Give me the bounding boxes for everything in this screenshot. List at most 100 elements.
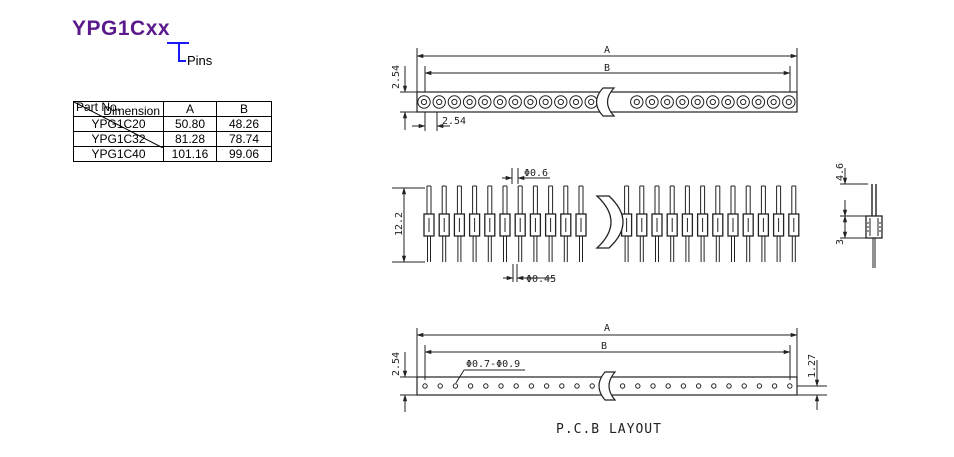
socket-hole xyxy=(462,95,477,109)
header-pin xyxy=(772,185,785,262)
header-pin xyxy=(727,185,739,262)
header-pin xyxy=(696,185,709,262)
socket-contact xyxy=(466,98,473,106)
header-pin xyxy=(575,185,587,262)
header-pin xyxy=(560,185,572,262)
header-pin xyxy=(468,185,481,262)
pcb-offset-label: 1.27 xyxy=(807,354,818,378)
dimension-header: Dimension xyxy=(103,104,160,118)
pcb-hole xyxy=(650,383,656,389)
socket-contact xyxy=(740,98,747,106)
pcb-hole xyxy=(589,383,595,389)
pins-bracket-foot xyxy=(178,60,186,62)
socket-contact xyxy=(542,98,549,106)
socket-hole xyxy=(554,95,568,109)
pcb-hole xyxy=(467,383,474,389)
part-no-header: Part No. xyxy=(76,100,121,114)
lower-length-label: 3 xyxy=(835,239,846,245)
overall-height-label: 12.2 xyxy=(394,212,405,236)
pcb-layout-view xyxy=(400,328,827,412)
pcb-hole xyxy=(711,383,717,389)
pcb-hole xyxy=(771,383,778,389)
pcb-hole xyxy=(695,383,702,389)
socket-hole xyxy=(706,95,720,109)
header-pin xyxy=(544,185,557,262)
header-pin xyxy=(423,185,435,262)
dimension-table: Dimension Part No. A B YPG1C20 50.80 48.… xyxy=(73,100,272,162)
pcb-hole xyxy=(559,383,565,389)
pcb-hole xyxy=(452,383,459,389)
socket-contact xyxy=(481,98,488,106)
socket-contact xyxy=(572,98,580,106)
header-pin xyxy=(788,185,800,262)
pcb-hole xyxy=(741,383,747,389)
b-cell: 99.06 xyxy=(216,146,272,162)
header-pin xyxy=(666,185,678,262)
socket-contact xyxy=(770,98,777,106)
socket-contact xyxy=(557,98,564,106)
part-cell: YPG1C20 xyxy=(73,116,164,132)
socket-hole xyxy=(508,95,522,109)
pcb-height-label: 2.54 xyxy=(391,352,402,376)
header-pin xyxy=(757,185,770,262)
top-dim-a: A xyxy=(604,45,610,56)
upper-length-label: 4.6 xyxy=(835,163,846,181)
pcb-hole xyxy=(498,383,504,389)
pcb-layout-title: P.C.B LAYOUT xyxy=(556,422,662,437)
socket-hole xyxy=(584,95,598,109)
socket-hole xyxy=(538,95,553,109)
top-dim-b: B xyxy=(604,63,610,74)
pcb-hole xyxy=(635,383,641,389)
socket-hole xyxy=(645,95,659,109)
socket-contact xyxy=(785,98,792,106)
pcb-hole xyxy=(574,383,580,389)
pcb-hole xyxy=(543,383,550,389)
tail-diameter-label: Φ0.45 xyxy=(526,274,556,285)
top-pitch-label: 2.54 xyxy=(442,116,466,127)
socket-contact xyxy=(709,98,716,106)
top-socket-holes xyxy=(417,95,796,109)
socket-contact xyxy=(755,98,762,106)
a-cell: 50.80 xyxy=(163,116,217,132)
top-view xyxy=(400,48,798,131)
top-break-mark xyxy=(595,87,616,117)
side-view xyxy=(392,168,555,282)
header-pin xyxy=(484,185,496,262)
header-pin xyxy=(438,185,450,262)
pcb-hole xyxy=(513,383,519,389)
socket-hole xyxy=(630,95,644,109)
socket-hole xyxy=(721,95,735,109)
socket-hole xyxy=(766,95,781,109)
table-row: YPG1C20 50.80 48.26 xyxy=(73,116,272,132)
pcb-hole xyxy=(756,383,763,389)
part-code-title: YPG1Cxx xyxy=(72,17,171,40)
socket-hole xyxy=(447,95,462,109)
pcb-hole xyxy=(726,383,732,389)
socket-contact xyxy=(648,98,656,106)
socket-contact xyxy=(451,98,458,106)
socket-contact xyxy=(527,98,534,106)
socket-contact xyxy=(588,98,595,106)
a-cell: 101.16 xyxy=(163,146,217,162)
pcb-holes xyxy=(422,383,793,389)
diagonal-divider xyxy=(74,102,163,148)
top-height-label: 2.54 xyxy=(391,65,402,89)
header-pin xyxy=(453,185,466,262)
pins-bracket-stem xyxy=(178,42,180,61)
b-cell: 48.26 xyxy=(216,116,272,132)
header-pin xyxy=(636,185,648,262)
socket-hole xyxy=(782,95,796,109)
header-pin xyxy=(742,185,754,262)
socket-contact xyxy=(633,98,640,106)
socket-hole xyxy=(523,95,538,109)
side-pins xyxy=(423,185,800,262)
pins-label: Pins xyxy=(187,53,213,68)
socket-hole xyxy=(660,95,674,109)
pcb-dim-a: A xyxy=(604,323,610,334)
socket-contact xyxy=(694,98,701,106)
pcb-hole xyxy=(483,383,489,389)
header-pin xyxy=(529,185,542,262)
hole-diameter-label: Φ0.7-Φ0.9 xyxy=(466,359,520,370)
socket-hole xyxy=(493,95,507,109)
